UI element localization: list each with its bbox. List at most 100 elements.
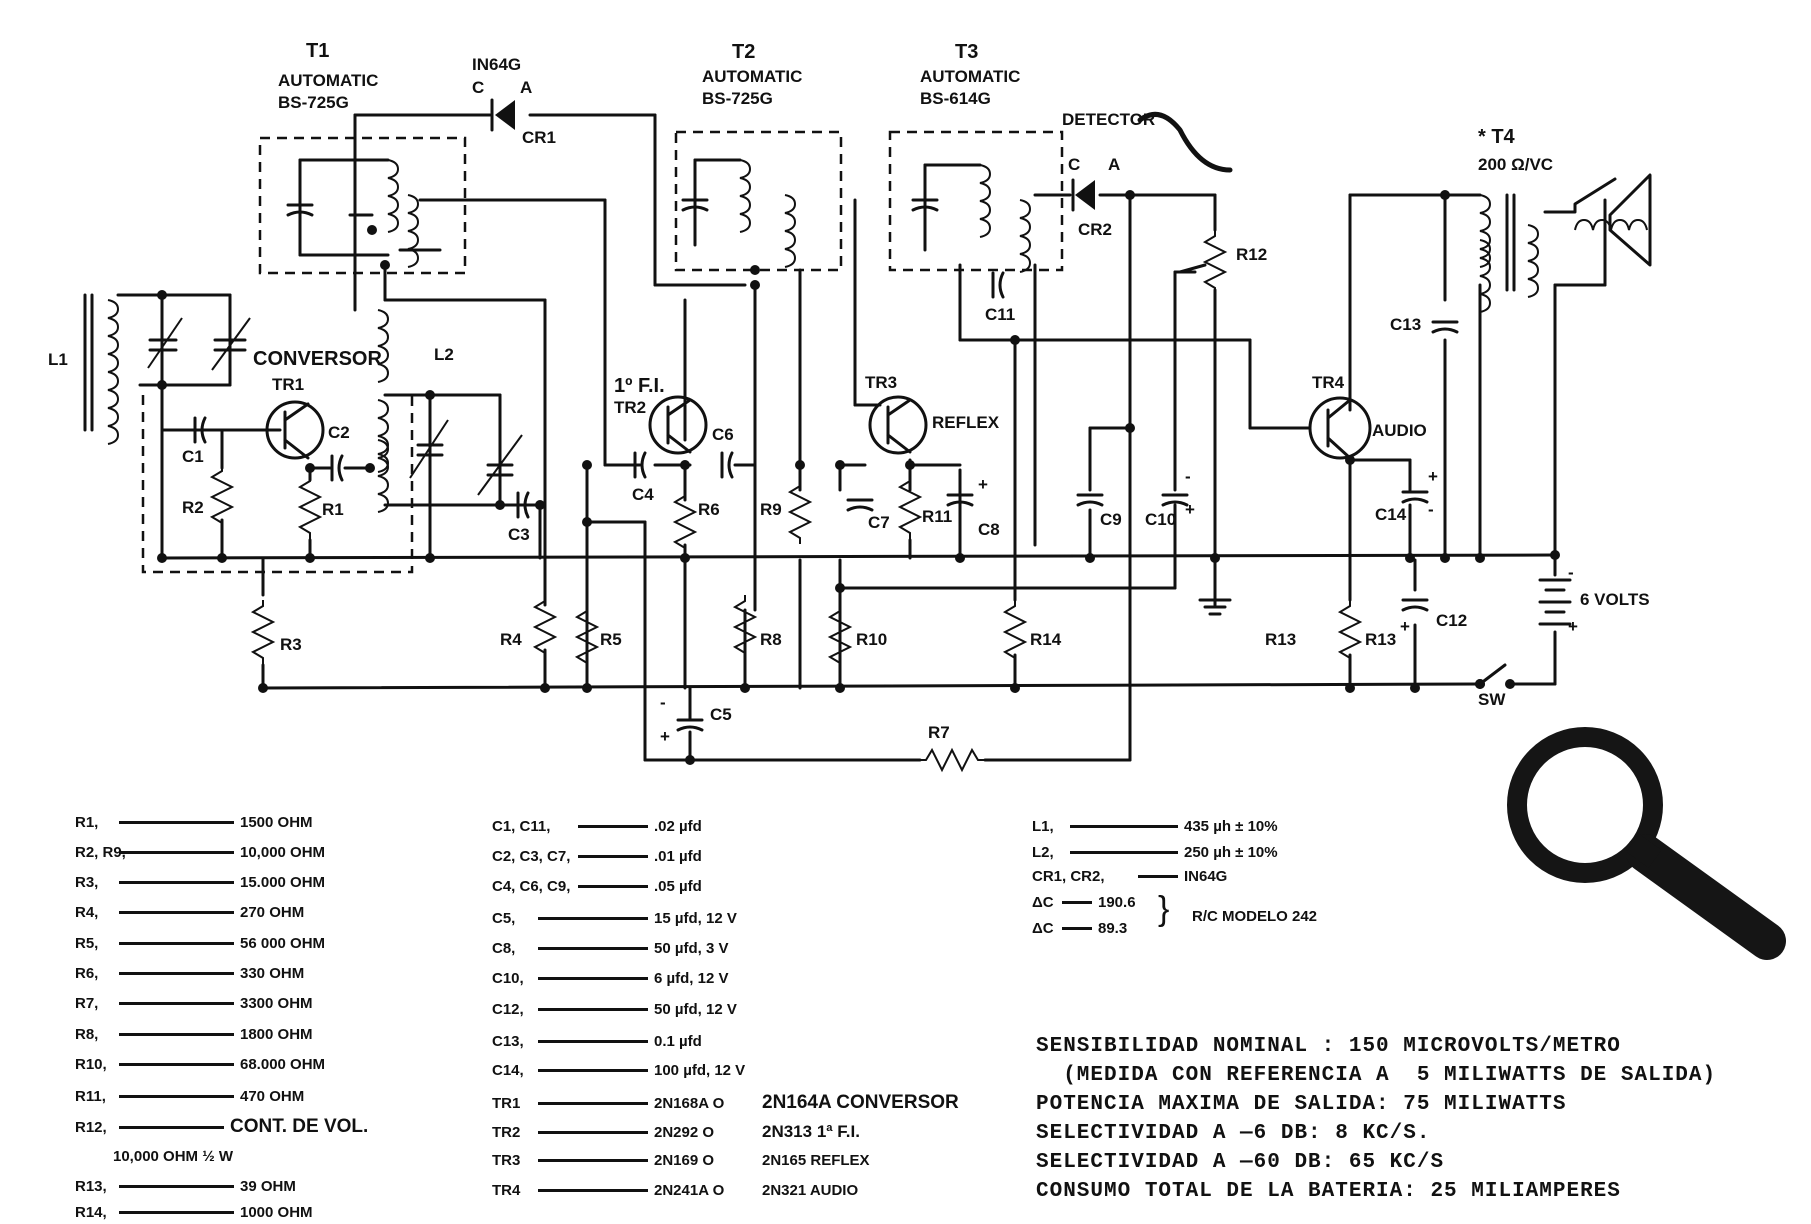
- list-item: CR1, CR2,IN64G: [1032, 868, 1228, 885]
- list-item: R4,270 OHM: [75, 904, 305, 921]
- c10-label: C10: [1145, 510, 1176, 529]
- t3-can: [888, 130, 1064, 272]
- t4-spec: 200 Ω/VC: [1478, 155, 1553, 174]
- c12-capacitor: [1401, 598, 1429, 612]
- t1-label: T1: [306, 40, 329, 62]
- r1-label: R1: [322, 500, 344, 519]
- tr1-label: TR1: [272, 375, 304, 394]
- list-item: C1, C11,.02 µfd: [492, 818, 702, 835]
- list-item: C2, C3, C7,.01 µfd: [492, 848, 702, 865]
- r14-label: R14: [1030, 630, 1062, 649]
- tr4-transistor: [1308, 396, 1372, 460]
- conversor-box: [141, 395, 414, 574]
- osc-trimmer-capacitor: [477, 434, 523, 496]
- l1-label: L1: [48, 350, 68, 369]
- t2-label: T2: [732, 41, 755, 63]
- c8-plus-label: +: [978, 475, 988, 494]
- r3-label: R3: [280, 635, 302, 654]
- r7-label: R7: [928, 723, 950, 742]
- r5-label: R5: [600, 630, 622, 649]
- c6-label: C6: [712, 425, 734, 444]
- t1-model: BS-725G: [278, 93, 349, 112]
- c12-label: C12: [1436, 611, 1467, 630]
- list-item: C13,0.1 µfd: [492, 1033, 702, 1050]
- list-item: R13,39 OHM: [75, 1178, 296, 1195]
- r7-resistor: [920, 747, 985, 773]
- fi-label: 1º F.I.: [614, 375, 665, 397]
- battery-plus-label: +: [1568, 617, 1578, 636]
- tr1-transistor: [265, 400, 325, 460]
- list-item: C14,100 µfd, 12 V: [492, 1062, 746, 1079]
- spec-line: CONSUMO TOTAL DE LA BATERIA: 25 MILIAMPE…: [1036, 1180, 1621, 1203]
- spec-line: SELECTIVIDAD A —6 DB: 8 KC/S.: [1036, 1122, 1431, 1145]
- cr2-diode: [1071, 178, 1095, 212]
- list-item: R14,1000 OHM: [75, 1204, 313, 1221]
- r8-label: R8: [760, 630, 782, 649]
- c14-plus-label: +: [1428, 467, 1438, 486]
- cr2-a-label: A: [1108, 155, 1120, 174]
- tuning-capacitor-2: [211, 317, 251, 371]
- t2-brand: AUTOMATIC: [702, 67, 802, 86]
- list-item: R12,CONT. DE VOL.: [75, 1116, 369, 1137]
- r11-label: R11: [922, 507, 952, 526]
- r3-resistor: [252, 599, 274, 665]
- c13-label: C13: [1390, 315, 1421, 334]
- list-item: R10,68.000 OHM: [75, 1056, 326, 1073]
- brace: }: [1158, 890, 1170, 928]
- t4-transformer: [1479, 193, 1539, 313]
- spec-line: SELECTIVIDAD A —60 DB: 65 KC/S: [1036, 1151, 1445, 1174]
- c5-label: C5: [710, 705, 732, 724]
- l2-coil: [377, 309, 389, 513]
- l2-label: L2: [434, 345, 454, 364]
- c13-capacitor: [1431, 320, 1459, 334]
- detector-lead: [1137, 111, 1233, 173]
- list-item: R8,1800 OHM: [75, 1026, 313, 1043]
- spec-line: POTENCIA MAXIMA DE SALIDA: 75 MILIWATTS: [1036, 1093, 1567, 1116]
- r10-label: R10: [856, 630, 887, 649]
- model-note: R/C MODELO 242: [1192, 908, 1318, 925]
- osc-variable-capacitor: [409, 419, 449, 479]
- c11-label: C11: [985, 305, 1015, 324]
- t1-can: [258, 136, 467, 275]
- c10-plus-label: +: [1185, 500, 1195, 519]
- t2-can: [674, 130, 843, 272]
- t2-coils: [681, 158, 796, 268]
- c9-label: C9: [1100, 510, 1122, 529]
- r9-label: R9: [760, 500, 782, 519]
- cr1-label: CR1: [522, 128, 556, 147]
- r13-label-b: R13: [1365, 630, 1396, 649]
- speaker: [1543, 173, 1652, 267]
- specifications: SENSIBILIDAD NOMINAL : 150 MICROVOLTS/ME…: [1036, 1032, 1716, 1206]
- tr2-label: TR2: [614, 398, 646, 417]
- list-item: L1,435 µh ± 10%: [1032, 818, 1278, 835]
- tr4-label: TR4: [1312, 373, 1345, 392]
- c7-label: C7: [868, 513, 890, 532]
- list-item: R6,330 OHM: [75, 965, 305, 982]
- battery: [1538, 578, 1572, 626]
- battery-label: 6 VOLTS: [1580, 590, 1650, 609]
- list-item: C4, C6, C9,.05 µfd: [492, 878, 702, 895]
- c10-capacitor: [1161, 493, 1189, 507]
- magnifier-icon[interactable]: [1505, 725, 1795, 965]
- r6-label: R6: [698, 500, 720, 519]
- l1-coil: [83, 293, 119, 445]
- c5-minus-label: -: [660, 693, 666, 712]
- r1-resistor: [299, 474, 321, 540]
- switch-label: SW: [1478, 690, 1506, 709]
- c2-label: C2: [328, 423, 350, 442]
- t3-label: T3: [955, 41, 978, 63]
- c6-capacitor: [720, 451, 734, 479]
- c9-capacitor: [1076, 493, 1104, 507]
- spec-line: (MEDIDA CON REFERENCIA A 5 MILIWATTS DE …: [1036, 1064, 1717, 1087]
- c14-minus-label: -: [1428, 500, 1434, 519]
- list-item: R3,15.000 OHM: [75, 874, 326, 891]
- list-item: C10,6 µfd, 12 V: [492, 970, 729, 987]
- battery-minus-label: -: [1568, 563, 1574, 582]
- r12-potentiometer: [1178, 229, 1226, 295]
